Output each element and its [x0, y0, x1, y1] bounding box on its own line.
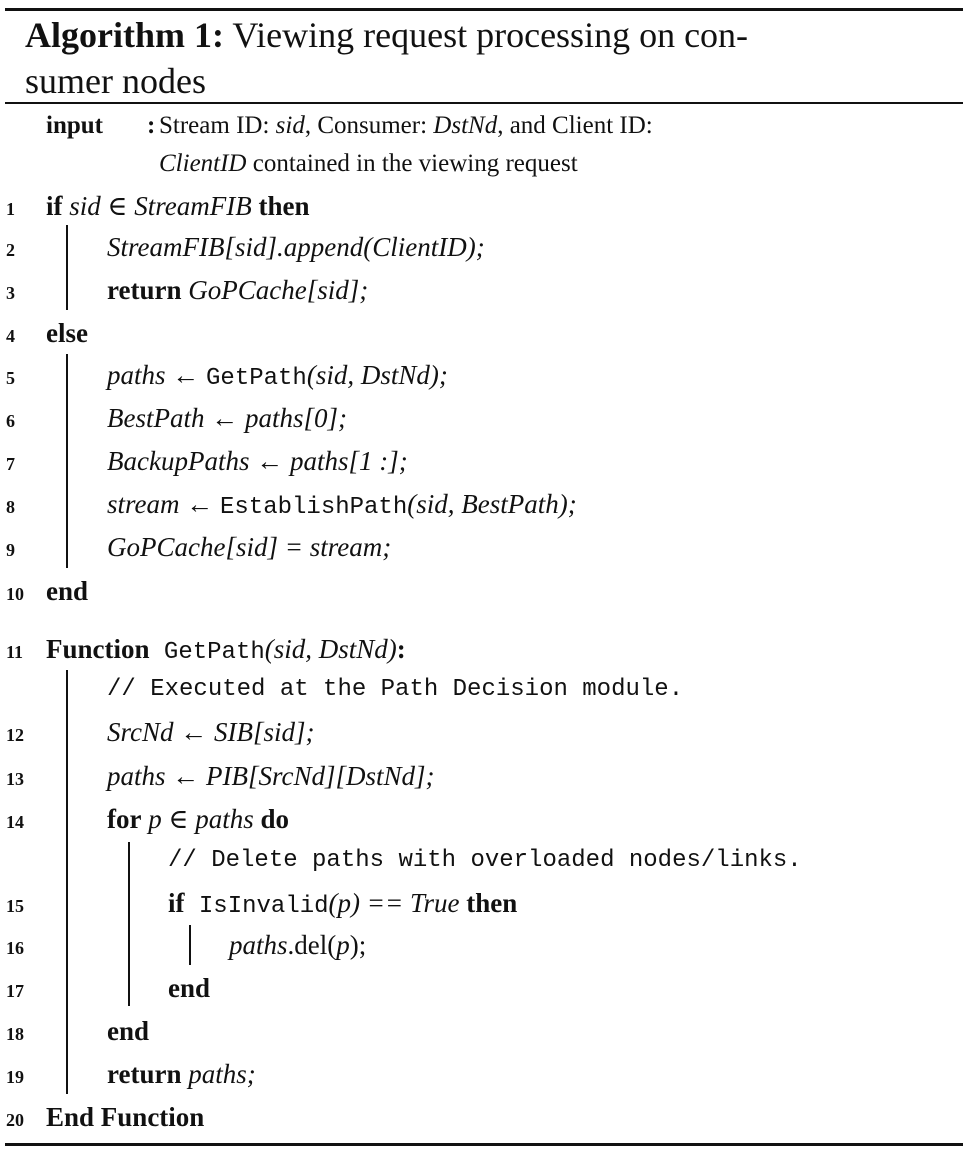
line-13: paths ← PIB[SrcNd][DstNd]; [107, 761, 435, 791]
line-14: for p ∈ paths do [107, 804, 290, 834]
line-number: 16 [6, 938, 24, 958]
line-number: 7 [6, 454, 15, 474]
line-7: BackupPaths ← paths[1 :]; [107, 446, 408, 476]
line-10: end [46, 576, 89, 606]
line-number: 4 [6, 326, 15, 346]
comment-path-decision: // Executed at the Path Decision module. [107, 676, 684, 703]
line-number: 9 [6, 540, 15, 560]
line-number: 5 [6, 368, 15, 388]
line-20: End Function [46, 1102, 205, 1132]
input-description-line2: ClientID contained in the viewing reques… [159, 150, 578, 177]
else-block-bar [66, 354, 68, 568]
line-1: if sid ∈ StreamFIB then [46, 191, 310, 221]
for-block-bar [128, 842, 130, 1006]
if-block-bar [66, 225, 68, 310]
algorithm-title-line2: sumer nodes [25, 61, 206, 101]
line-5: paths ← GetPath(sid, DstNd); [107, 360, 448, 392]
inner-if-block-bar [189, 925, 191, 965]
line-number: 12 [6, 725, 24, 745]
title-rule [5, 102, 963, 104]
line-6: BestPath ← paths[0]; [107, 403, 347, 433]
line-number: 3 [6, 283, 15, 303]
line-12: SrcNd ← SIB[sid]; [107, 717, 315, 747]
line-16: paths.del(p); [229, 930, 367, 960]
line-number: 17 [6, 981, 24, 1001]
line-17: end [168, 973, 211, 1003]
line-number: 15 [6, 896, 24, 916]
algorithm-title: Algorithm 1: Viewing request processing … [25, 15, 748, 55]
algorithm-label: Algorithm 1: [25, 15, 224, 55]
line-8: stream ← EstablishPath(sid, BestPath); [107, 489, 577, 521]
line-15: if IsInvalid(p) == True then [168, 888, 518, 920]
line-number: 14 [6, 812, 24, 832]
line-9: GoPCache[sid] = stream; [107, 532, 392, 562]
line-number: 19 [6, 1067, 24, 1087]
top-rule [5, 8, 963, 11]
input-colon: : [147, 112, 156, 139]
line-19: return paths; [107, 1059, 256, 1089]
function-block-bar [66, 670, 68, 1094]
line-number: 18 [6, 1024, 24, 1044]
bottom-rule [5, 1143, 963, 1146]
line-number: 1 [6, 199, 15, 219]
line-2: StreamFIB[sid].append(ClientID); [107, 232, 485, 262]
line-11: Function GetPath(sid, DstNd): [46, 634, 406, 666]
line-number: 2 [6, 240, 15, 260]
line-number: 6 [6, 411, 15, 431]
line-4: else [46, 318, 88, 348]
input-label: input [46, 112, 103, 139]
comment-delete-paths: // Delete paths with overloaded nodes/li… [168, 847, 802, 874]
line-number: 13 [6, 769, 24, 789]
line-18: end [107, 1016, 150, 1046]
line-number: 8 [6, 497, 15, 517]
line-3: return GoPCache[sid]; [107, 275, 369, 305]
line-number: 10 [6, 584, 24, 604]
algorithm-title-line1: Viewing request processing on con- [232, 15, 749, 55]
line-number: 11 [6, 642, 24, 662]
input-description-line1: Stream ID: sid, Consumer: DstNd, and Cli… [159, 112, 653, 139]
line-number: 20 [6, 1110, 24, 1130]
